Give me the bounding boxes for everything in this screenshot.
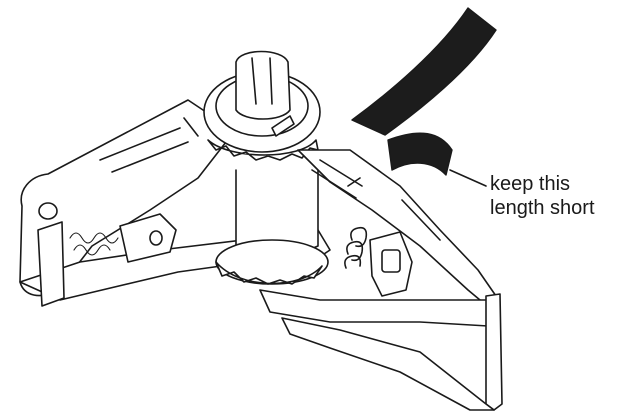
latch-hole [149, 230, 163, 246]
annotation-line-1: keep this [490, 173, 571, 195]
handle-arm [19, 99, 227, 297]
spring-coil [69, 232, 119, 256]
ratchet-gear-bottom [215, 261, 323, 285]
lever-slot-lines [311, 159, 441, 241]
spool-slot [251, 57, 273, 105]
spool-slot-post [235, 50, 291, 120]
ratchet-gear-top [207, 139, 319, 161]
callout-leader [449, 169, 487, 187]
release-latch [119, 213, 177, 263]
ratchet-lever [259, 149, 503, 411]
annotation-label: keep this length short [490, 172, 595, 220]
handle-pivot-pin [38, 202, 58, 220]
handle-crossbar [37, 221, 65, 307]
annotation-line-2: length short [490, 197, 595, 219]
handle-slot-lines [99, 117, 199, 173]
spool [203, 50, 329, 285]
lever-spring [344, 226, 368, 269]
strap-front-loop [387, 132, 453, 176]
lever-tip [485, 293, 503, 411]
pawl-window [381, 249, 401, 273]
strap-upper-run [351, 7, 497, 136]
lever-underside [281, 317, 495, 411]
spool-pin [271, 115, 295, 137]
